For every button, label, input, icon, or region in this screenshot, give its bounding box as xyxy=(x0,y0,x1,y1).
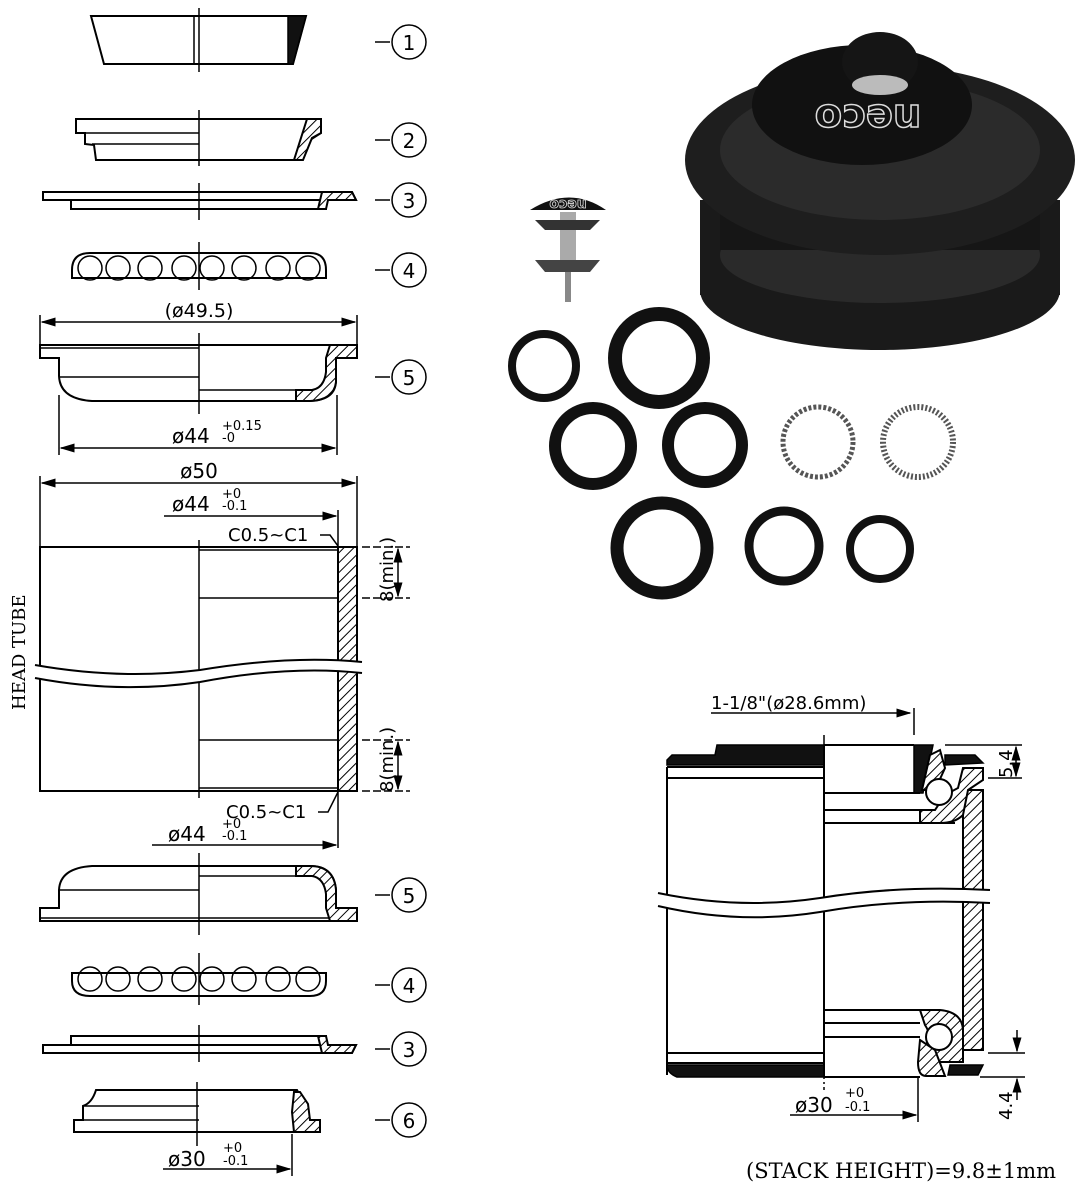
headset-assembly-photo: neco xyxy=(685,32,1075,350)
svg-text:3: 3 xyxy=(403,1038,416,1062)
dimension-depth-bottom: 8(min.) xyxy=(362,727,410,792)
svg-text:HEAD TUBE: HEAD TUBE xyxy=(9,594,30,710)
callout-2: 2 xyxy=(375,122,427,158)
svg-text:8(min.): 8(min.) xyxy=(377,727,398,792)
svg-text:C0.5~C1: C0.5~C1 xyxy=(226,802,306,823)
head-tube: HEAD TUBE xyxy=(9,540,363,798)
dimension-crown-race: ø30 +0 -0.1 xyxy=(163,1134,293,1176)
part-4-bearing-upper xyxy=(71,242,327,290)
callout-1: 1 xyxy=(375,24,427,60)
svg-text:-0.1: -0.1 xyxy=(222,499,247,514)
svg-text:ø30: ø30 xyxy=(168,1147,206,1171)
dimension-cup-outer: (ø49.5) xyxy=(39,300,358,345)
dimension-cup-insert: ø44 +0.15 -0 xyxy=(58,395,338,455)
svg-text:-0: -0 xyxy=(222,431,235,446)
part-5-cup-upper xyxy=(39,333,358,414)
part-callouts: 1 2 3 4 5 5 4 3 6 xyxy=(375,24,427,1138)
svg-text:+0.15: +0.15 xyxy=(222,419,262,434)
svg-text:4: 4 xyxy=(403,974,416,998)
callout-4b: 4 xyxy=(375,967,427,1003)
part-1-top-cover xyxy=(89,8,308,72)
dimension-assembly-crown-race: ø30 +0 -0.1 xyxy=(790,1077,919,1122)
callout-4: 4 xyxy=(375,252,427,288)
part-6-crown-race xyxy=(73,1082,321,1146)
callout-5b: 5 xyxy=(375,877,427,913)
svg-text:neco: neco xyxy=(815,95,922,141)
callout-3: 3 xyxy=(375,182,427,218)
svg-text:+0: +0 xyxy=(222,817,241,832)
svg-text:5: 5 xyxy=(403,884,416,908)
dimension-depth-top: 8(min.) xyxy=(362,537,410,602)
svg-text:8(min.): 8(min.) xyxy=(377,537,398,602)
svg-text:ø50: ø50 xyxy=(180,459,218,483)
dimension-tube-bore: ø44 +0 -0.1 C0.5~C1 xyxy=(164,487,339,548)
part-5-cup-lower xyxy=(39,853,358,935)
svg-text:C0.5~C1: C0.5~C1 xyxy=(228,525,308,546)
svg-text:(ø49.5): (ø49.5) xyxy=(165,300,234,322)
svg-text:ø30: ø30 xyxy=(795,1093,833,1117)
callout-3b: 3 xyxy=(375,1031,427,1067)
svg-text:4.4: 4.4 xyxy=(996,1091,1017,1120)
ring-parts-photo xyxy=(508,307,956,600)
part-4-bearing-lower xyxy=(71,953,327,1005)
svg-text:3: 3 xyxy=(403,189,416,213)
svg-text:2: 2 xyxy=(403,129,416,153)
top-cap-star-nut-photo: neco xyxy=(530,196,606,302)
dimension-tube-bore-bottom: C0.5~C1 ø44 +0 -0.1 xyxy=(152,791,339,850)
assembly-section-view: 1-1/8"(ø28.6mm) xyxy=(657,693,1056,1183)
svg-text:ø44: ø44 xyxy=(172,424,210,448)
callout-6: 6 xyxy=(375,1102,427,1138)
svg-text:4: 4 xyxy=(403,259,416,283)
dimension-top-stack: 5.4 xyxy=(945,744,1022,779)
svg-text:ø44: ø44 xyxy=(172,492,210,516)
svg-text:neco: neco xyxy=(549,196,587,212)
svg-text:ø44: ø44 xyxy=(168,822,206,846)
svg-text:+0: +0 xyxy=(223,1141,242,1156)
svg-text:6: 6 xyxy=(403,1109,416,1133)
callout-5: 5 xyxy=(375,359,427,395)
svg-text:5: 5 xyxy=(403,366,416,390)
svg-text:1: 1 xyxy=(403,31,416,55)
product-photo: neco neco xyxy=(508,32,1075,600)
part-2-compression-ring xyxy=(75,110,322,166)
stack-height-note: (STACK HEIGHT)=9.8±1mm xyxy=(746,1159,1056,1183)
svg-text:+0: +0 xyxy=(845,1086,864,1101)
svg-text:-0.1: -0.1 xyxy=(845,1100,870,1115)
svg-text:+0: +0 xyxy=(222,487,241,502)
svg-text:1-1/8"(ø28.6mm): 1-1/8"(ø28.6mm) xyxy=(711,693,866,714)
svg-text:-0.1: -0.1 xyxy=(223,1154,248,1169)
dimension-bottom-stack: 4.4 xyxy=(980,1030,1025,1120)
svg-text:5.4: 5.4 xyxy=(996,749,1017,778)
part-3-seal-lower xyxy=(42,1025,358,1062)
dimension-tube-outer: ø50 xyxy=(39,459,358,546)
svg-text:-0.1: -0.1 xyxy=(222,829,247,844)
part-3-seal-upper xyxy=(42,183,358,220)
dimension-steerer: 1-1/8"(ø28.6mm) xyxy=(711,693,915,735)
